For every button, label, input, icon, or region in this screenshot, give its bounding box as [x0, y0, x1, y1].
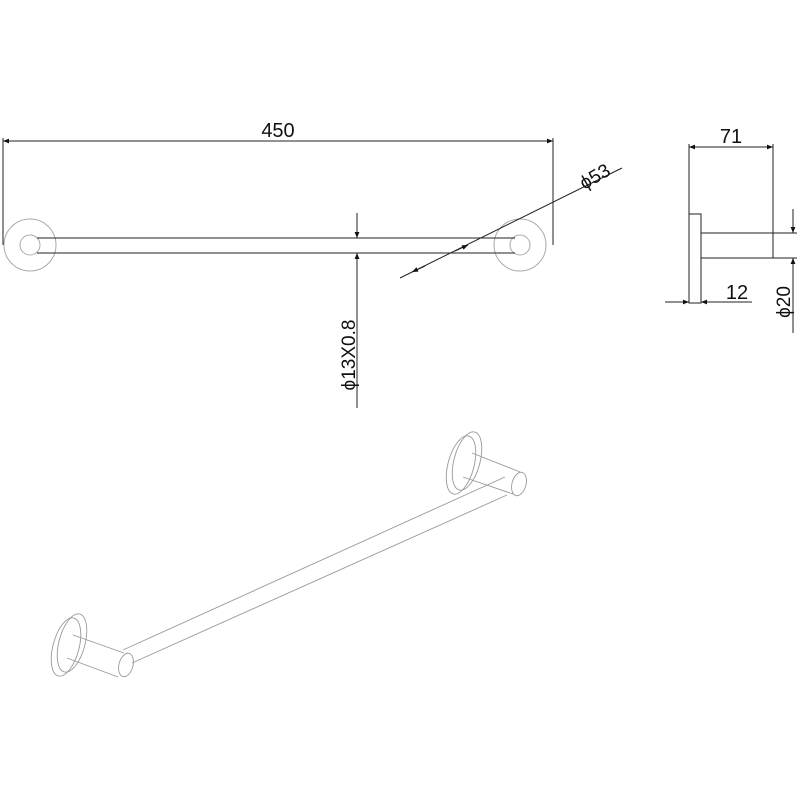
post-diameter-label: ϕ20 [774, 286, 795, 318]
left-post-end [118, 652, 134, 678]
tube-label: ϕ13X0.8 [339, 320, 360, 391]
left-post-bottom [66, 657, 119, 678]
depth-label: 71 [720, 126, 742, 148]
length-label: 450 [261, 120, 294, 142]
right-post-bottom [462, 476, 514, 495]
left-rosette-front [50, 617, 82, 677]
rosette-diameter-label: ϕ53 [576, 160, 614, 194]
left-rosette [3, 218, 57, 272]
wall-plate [688, 213, 702, 304]
right-rosette [493, 218, 547, 272]
bar-bottom [131, 494, 508, 664]
side-view [665, 144, 797, 333]
rosette-arrow-a [411, 265, 426, 273]
right-post-top [471, 452, 521, 473]
post [700, 232, 774, 259]
rosette-arrow-b [454, 244, 469, 252]
bar-top [122, 476, 506, 651]
left-post [19, 234, 41, 256]
right-post [509, 234, 531, 256]
rosette-leader-line [399, 167, 623, 279]
right-rosette-back [451, 431, 483, 491]
front-view [2, 138, 623, 408]
left-rosette-back [56, 613, 88, 673]
right-rosette-front [445, 435, 477, 495]
left-post-top [72, 634, 125, 654]
perspective-view [50, 431, 527, 678]
plate-thickness-label: 12 [726, 282, 748, 304]
right-post-end [511, 471, 527, 497]
